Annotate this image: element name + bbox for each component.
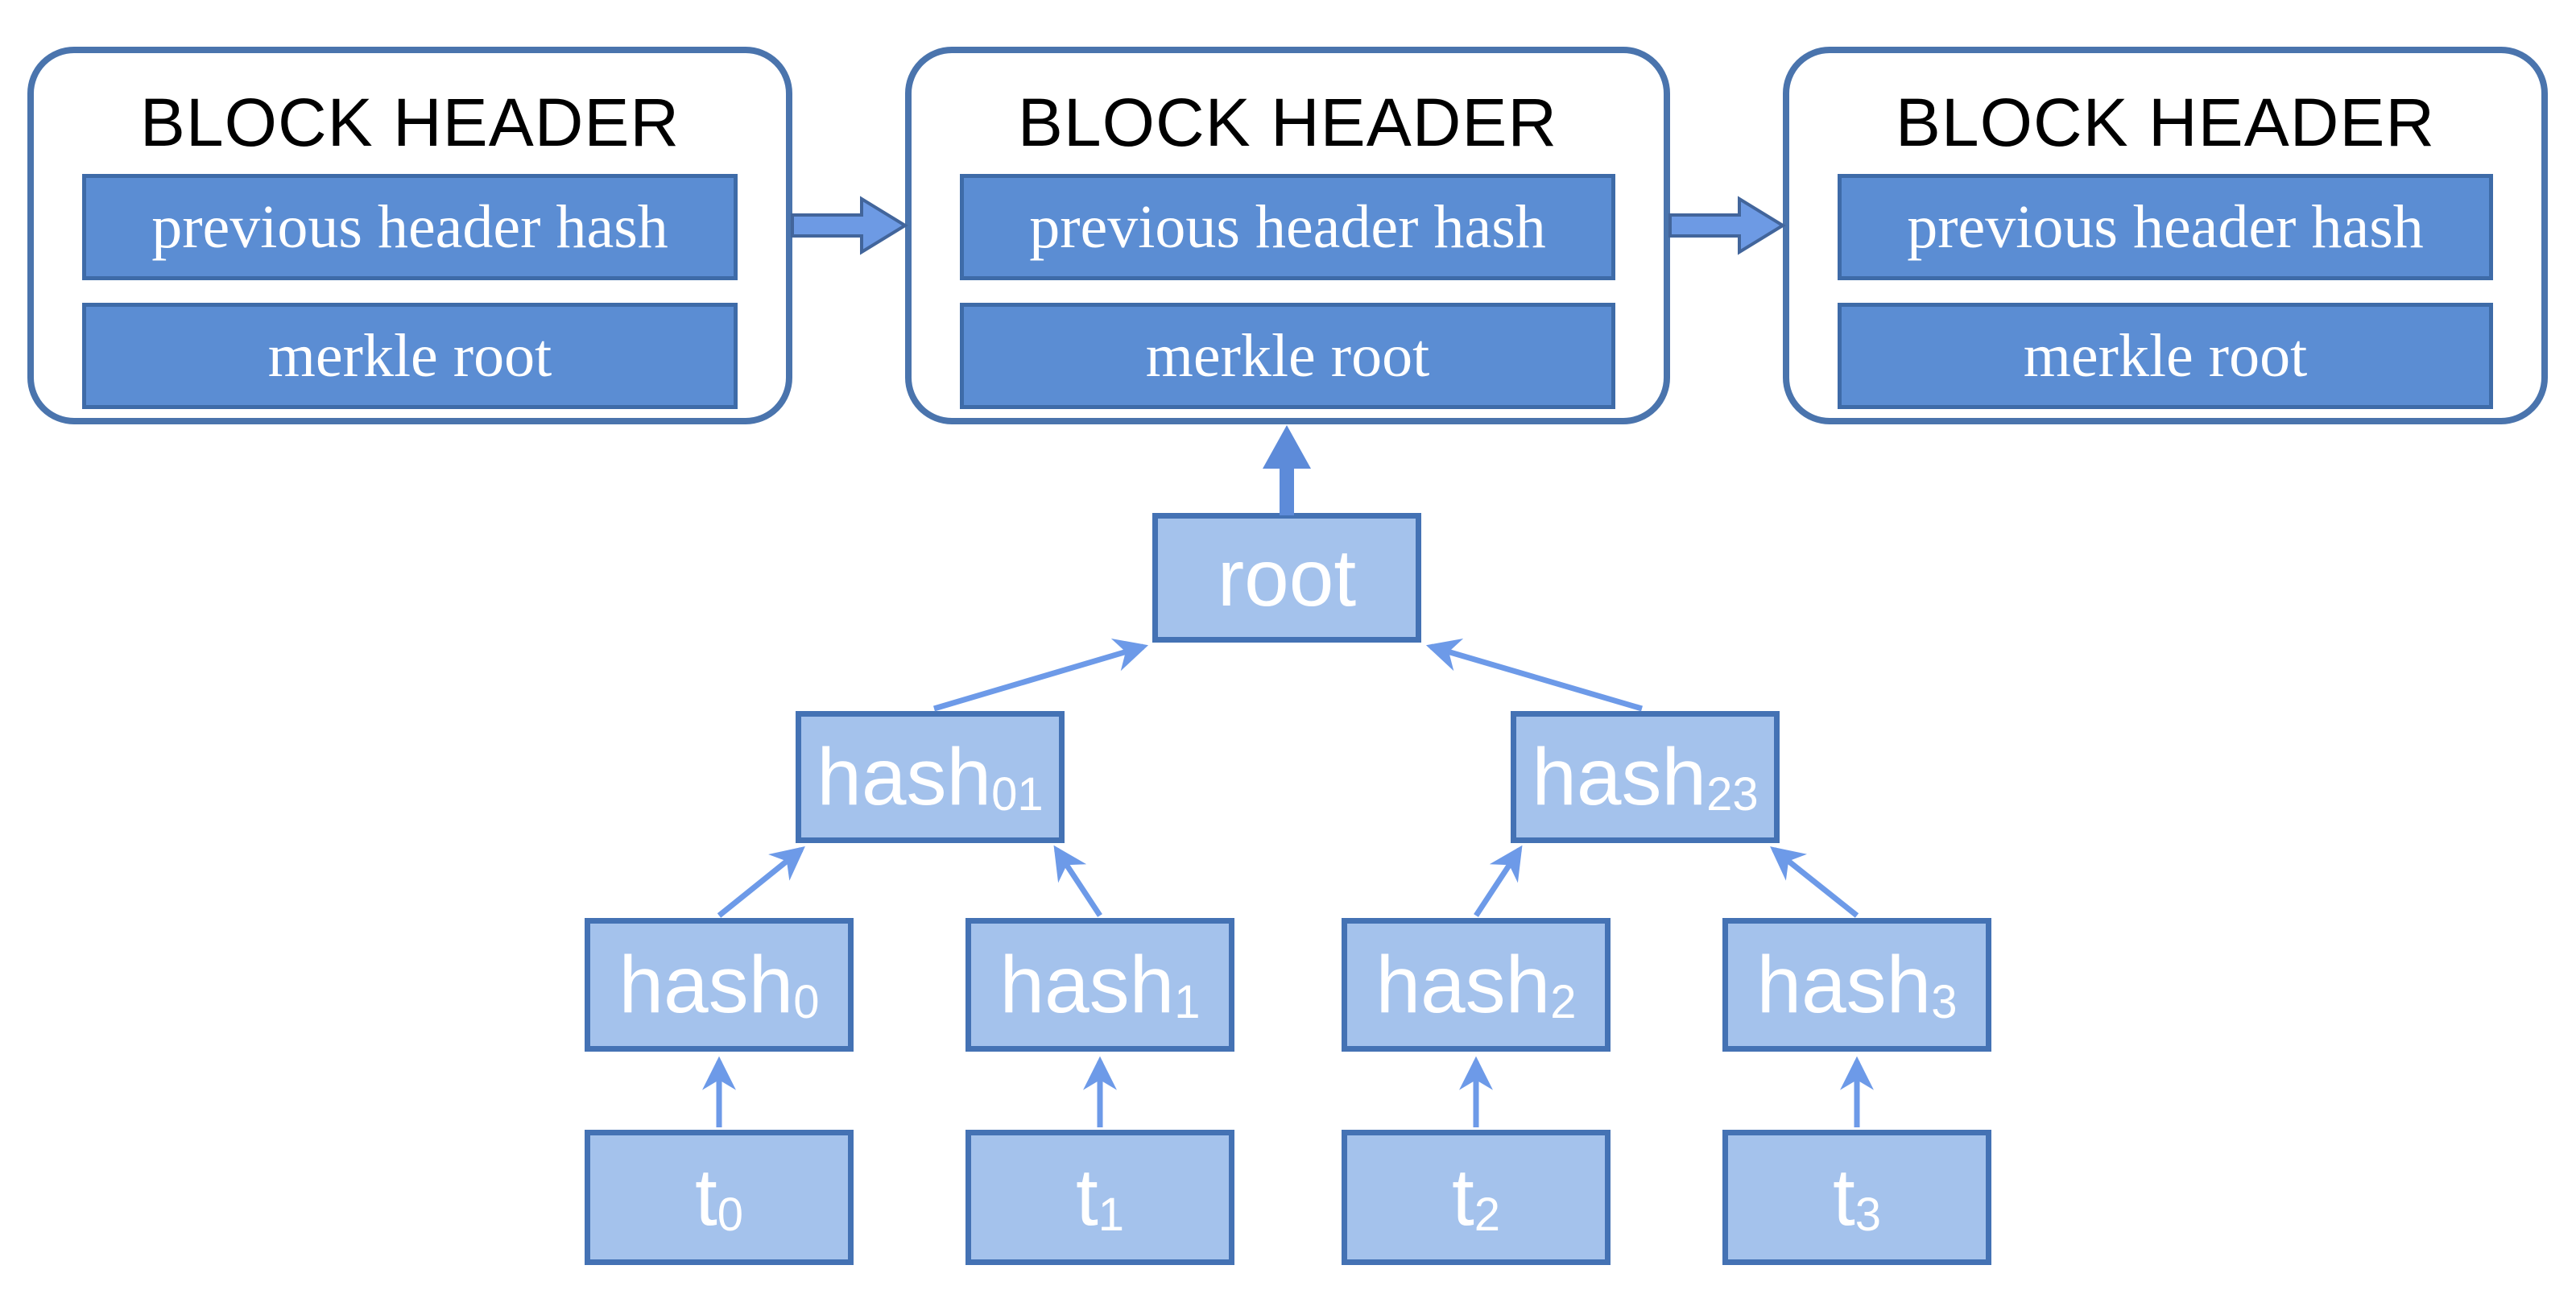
arrow-hash0-to-hash01-icon [717,846,805,918]
chain-arrow-block2-to-block3-icon [1668,196,1786,255]
arrow-hash3-to-hash23-icon [1770,846,1859,918]
field-merkle-root: merkle root [1838,303,2493,409]
node-label: hash [1532,732,1707,822]
node-label: t [1832,1152,1855,1242]
node-subscript: 2 [1550,976,1577,1029]
node-label: root [1217,532,1357,623]
block-header-3: BLOCK HEADER previous header hash merkle… [1783,47,2548,424]
block-title: BLOCK HEADER [1895,85,2436,160]
node-subscript: 3 [1931,976,1958,1029]
field-previous-header-hash: previous header hash [82,174,738,280]
node-label: hash [1375,940,1551,1030]
field-previous-header-hash: previous header hash [1838,174,2493,280]
node-subscript: 3 [1854,1189,1882,1242]
merkle-node-root: root [1152,513,1421,643]
node-subscript: 01 [991,768,1044,821]
node-label: hash [618,940,794,1030]
arrow-hash1-to-hash01-icon [1053,845,1102,917]
arrow-hash2-to-hash23-icon [1474,845,1523,917]
block-header-1: BLOCK HEADER previous header hash merkle… [27,47,792,424]
field-previous-header-hash: previous header hash [960,174,1615,280]
node-label: t [1075,1152,1098,1242]
chain-arrow-block1-to-block2-icon [791,196,908,255]
block-title: BLOCK HEADER [1017,85,1558,160]
arrow-root-to-block-icon [1263,425,1311,515]
node-label: t [694,1152,717,1242]
node-subscript: 1 [1098,1189,1125,1242]
node-label: hash [1756,940,1932,1030]
node-subscript: 0 [793,976,820,1029]
arrow-hash01-to-root-icon [933,639,1149,712]
node-subscript: 0 [717,1189,744,1242]
node-subscript: 1 [1174,976,1201,1029]
node-label: t [1451,1152,1474,1242]
node-subscript: 23 [1706,768,1759,821]
block-header-2: BLOCK HEADER previous header hash merkle… [905,47,1670,424]
node-label: hash [817,732,992,822]
field-merkle-root: merkle root [82,303,738,409]
field-merkle-root: merkle root [960,303,1615,409]
arrow-hash23-to-root-icon [1425,638,1643,712]
node-label: hash [999,940,1175,1030]
node-subscript: 2 [1474,1189,1501,1242]
block-title: BLOCK HEADER [139,85,680,160]
